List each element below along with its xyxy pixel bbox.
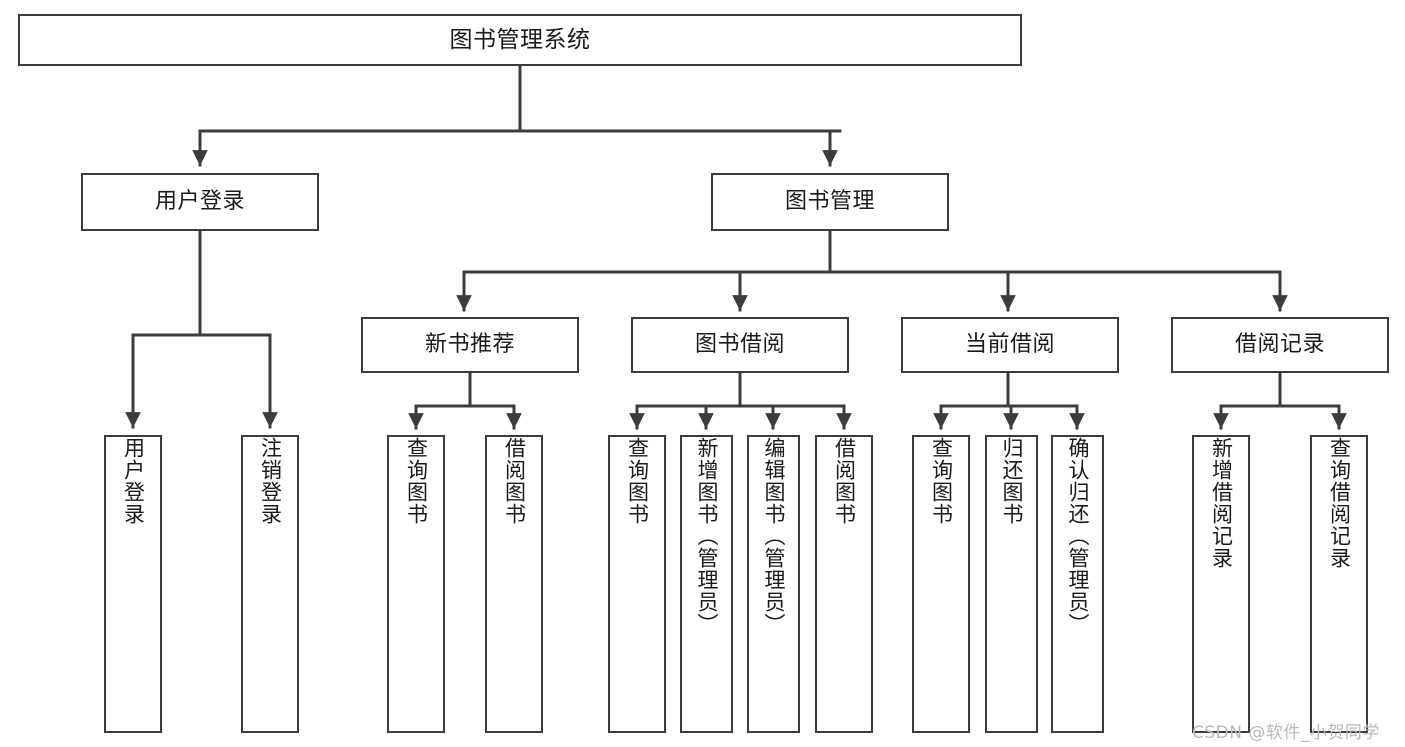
node-leaf-query-borrow-record[interactable]: 查询借阅记录	[1310, 435, 1368, 733]
node-leaf-logout-label: 注销登录	[258, 437, 283, 525]
node-root[interactable]: 图书管理系统	[18, 14, 1022, 66]
node-book-borrow[interactable]: 图书借阅	[631, 317, 849, 373]
node-root-label: 图书管理系统	[449, 26, 591, 53]
node-leaf-query-book-cur-label: 查询图书	[929, 437, 954, 525]
node-book-manage[interactable]: 图书管理	[711, 173, 949, 231]
node-leaf-add-borrow-record[interactable]: 新增借阅记录	[1192, 435, 1250, 733]
node-leaf-query-book-borrow-label: 查询图书	[625, 437, 650, 525]
node-leaf-borrow-book-rec-label: 借阅图书	[502, 437, 527, 525]
node-new-book-rec[interactable]: 新书推荐	[361, 317, 579, 373]
node-book-manage-label: 图书管理	[784, 189, 875, 215]
node-leaf-confirm-return-admin[interactable]: 确认归还（管理员）	[1051, 435, 1104, 733]
node-leaf-add-book-admin[interactable]: 新增图书（管理员）	[680, 435, 733, 733]
node-borrow-record-label: 借阅记录	[1234, 332, 1325, 358]
node-leaf-logout[interactable]: 注销登录	[241, 435, 299, 733]
node-leaf-return-book-label: 归还图书	[999, 437, 1024, 525]
node-current-borrow-label: 当前借阅	[964, 332, 1055, 358]
node-leaf-query-book-borrow[interactable]: 查询图书	[608, 435, 666, 733]
node-leaf-user-login-label: 用户登录	[121, 437, 146, 525]
node-leaf-user-login[interactable]: 用户登录	[104, 435, 162, 733]
node-current-borrow[interactable]: 当前借阅	[901, 317, 1119, 373]
node-leaf-query-book-cur[interactable]: 查询图书	[912, 435, 970, 733]
node-leaf-return-book[interactable]: 归还图书	[985, 435, 1038, 733]
node-leaf-edit-book-admin-label: 编辑图书（管理员）	[761, 437, 786, 635]
node-new-book-rec-label: 新书推荐	[424, 332, 515, 358]
node-leaf-borrow-book[interactable]: 借阅图书	[815, 435, 873, 733]
csdn-watermark: CSDN @软件_小贺同学	[1192, 723, 1380, 743]
node-book-borrow-label: 图书借阅	[694, 332, 785, 358]
node-user-login[interactable]: 用户登录	[81, 173, 319, 231]
node-user-login-label: 用户登录	[154, 189, 245, 215]
node-leaf-confirm-return-admin-label: 确认归还（管理员）	[1065, 437, 1090, 635]
node-leaf-query-book-rec-label: 查询图书	[404, 437, 429, 525]
node-borrow-record[interactable]: 借阅记录	[1171, 317, 1389, 373]
node-leaf-borrow-book-label: 借阅图书	[832, 437, 857, 525]
node-leaf-add-book-admin-label: 新增图书（管理员）	[694, 437, 719, 635]
node-leaf-query-borrow-record-label: 查询借阅记录	[1327, 437, 1352, 569]
node-leaf-borrow-book-rec[interactable]: 借阅图书	[485, 435, 543, 733]
node-leaf-add-borrow-record-label: 新增借阅记录	[1209, 437, 1234, 569]
node-leaf-query-book-rec[interactable]: 查询图书	[387, 435, 445, 733]
node-leaf-edit-book-admin[interactable]: 编辑图书（管理员）	[747, 435, 800, 733]
